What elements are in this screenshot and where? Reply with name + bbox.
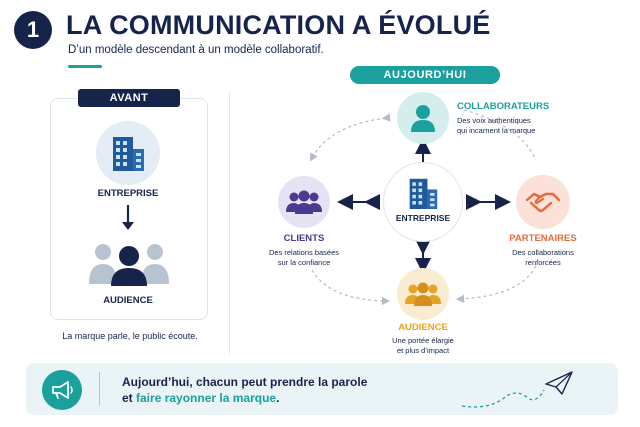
vertical-separator [229, 92, 230, 354]
clients-desc-2: sur la confiance [277, 258, 331, 267]
collaborateurs-circle [397, 92, 449, 144]
clients-title: CLIENTS [283, 233, 325, 244]
megaphone-icon [52, 381, 73, 399]
page-title: LA COMMUNICATION A ÉVOLUÉ [66, 10, 491, 40]
footer-text-highlight: faire rayonner la marque [136, 391, 277, 405]
collaborateurs-title: COLLABORATEURS [457, 101, 550, 112]
down-arrow-icon [122, 205, 134, 230]
footer-icon-circle [42, 370, 82, 410]
footer-text-suffix: . [276, 391, 280, 405]
footer-text-prefix: et [122, 391, 137, 405]
footer-banner [26, 363, 618, 415]
footer-text-line1: Aujourd’hui, chacun peut prendre la paro… [122, 375, 368, 389]
partenaires-circle [516, 175, 570, 229]
avant-caption: La marque parle, le public écoute. [62, 331, 198, 341]
building-icon [113, 137, 144, 171]
audience-desc-1: Une portée élargie [392, 336, 454, 345]
clients-circle [278, 176, 330, 228]
avant-audience-label: AUDIENCE [103, 295, 153, 306]
partenaires-desc-2: renforcées [525, 258, 561, 267]
building-icon [409, 178, 438, 209]
collaborateurs-desc-2: qui incarnent la marque [457, 126, 536, 135]
page-subtitle: D’un modèle descendant à un modèle colla… [68, 44, 324, 56]
title-underline [68, 65, 102, 68]
avant-entreprise-label: ENTREPRISE [97, 188, 159, 199]
center-entreprise-label: ENTREPRISE [395, 213, 451, 223]
audience-desc-2: et plus d’impact [396, 346, 450, 355]
collaborateurs-desc-1: Des voix authentiques [457, 116, 531, 125]
clients-desc-1: Des relations basées [268, 248, 340, 257]
footer-text-line2: et faire rayonner la marque. [122, 391, 279, 405]
audience-circle [397, 268, 449, 320]
aujourdhui-badge: AUJOURD’HUI [350, 66, 500, 84]
partenaires-desc-1: Des collaborations [512, 248, 574, 257]
people-group-icon [286, 190, 322, 214]
paper-plane-icon [461, 371, 573, 408]
audience-icon [405, 282, 441, 306]
avant-badge: AVANT [78, 89, 180, 107]
avant-entreprise-circle [96, 121, 160, 185]
section-number-badge: 1 [14, 11, 52, 49]
audience-group-icon [89, 244, 169, 286]
footer-separator [99, 372, 100, 406]
audience-title: AUDIENCE [398, 322, 448, 333]
partenaires-title: PARTENAIRES [509, 233, 577, 244]
person-icon [411, 105, 435, 132]
center-entreprise-circle: ENTREPRISE [383, 162, 463, 242]
handshake-icon [525, 192, 561, 213]
